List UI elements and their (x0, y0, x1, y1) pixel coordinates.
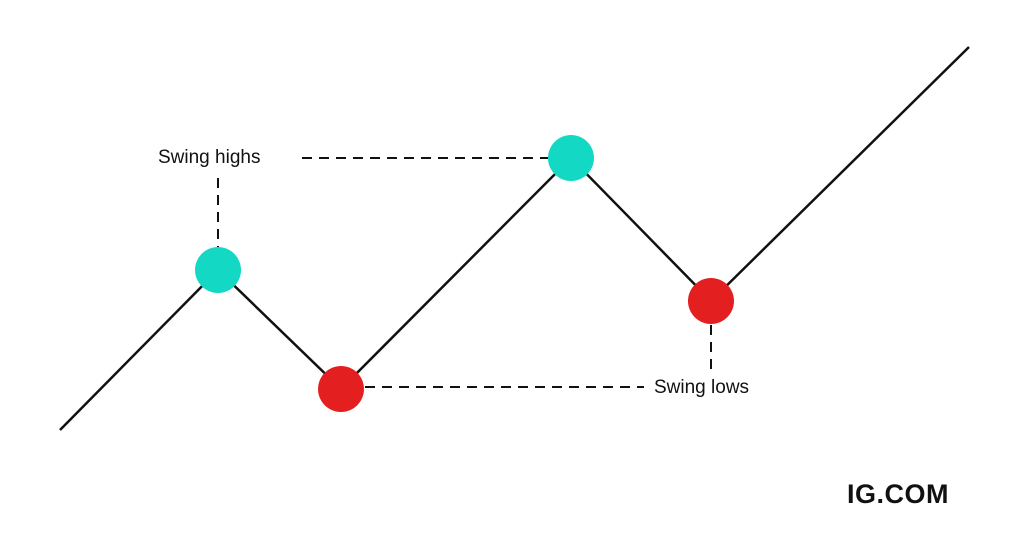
swing-lows-label: Swing lows (654, 377, 750, 398)
swing-highs-label: Swing highs (158, 147, 261, 168)
brand-logo: IG.COM (847, 479, 949, 509)
swing-high-marker-2 (548, 135, 594, 181)
swing-low-marker-1 (318, 366, 364, 412)
swing-high-marker-1 (195, 247, 241, 293)
swing-low-marker-2 (688, 278, 734, 324)
price-line (59, 46, 970, 431)
